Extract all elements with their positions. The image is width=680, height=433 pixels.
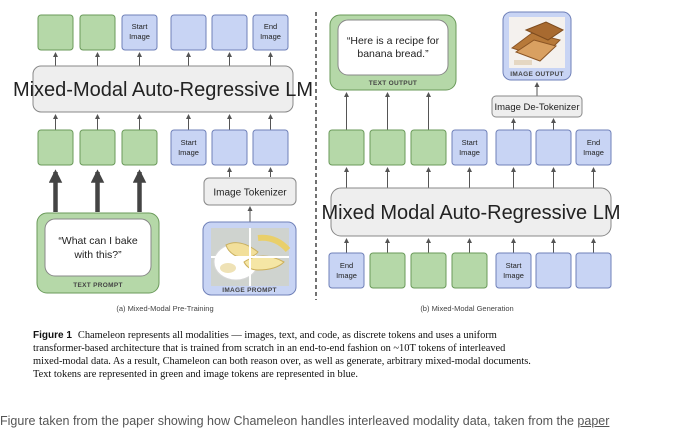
image-token [535, 129, 572, 166]
mixed-modal-lm-box [330, 187, 612, 237]
mixed-modal-lm-box [32, 65, 294, 113]
caption-line: Text tokens are represented in green and… [33, 369, 358, 380]
figure-footer-caption: Figure taken from the paper showing how … [0, 414, 680, 428]
text-token [37, 129, 74, 166]
text-token [369, 252, 406, 289]
text-prompt-caption: TEXT PROMPT [73, 282, 123, 289]
text-token [328, 129, 365, 166]
footer-text: Figure taken from the paper showing how … [0, 414, 578, 428]
image-token [211, 14, 248, 51]
image-token [495, 129, 532, 166]
text-token [121, 129, 158, 166]
caption-line: transformer-based architecture that is t… [33, 343, 506, 354]
caption-line: mixed-modal data. As a result, Chameleon… [33, 356, 531, 367]
left-subcaption: (a) Mixed-Modal Pre-Training [116, 304, 213, 313]
right-subcaption: (b) Mixed-Modal Generation [420, 304, 513, 313]
image-output-caption: IMAGE OUTPUT [510, 71, 563, 78]
image-detokenizer-label: Image De-Tokenizer [494, 102, 579, 113]
paper-link[interactable]: paper [577, 414, 610, 428]
text-token [410, 252, 447, 289]
text-token [410, 129, 447, 166]
caption-label: Figure 1 [33, 330, 72, 341]
image-token [252, 129, 289, 166]
image-detokenizer-box [491, 95, 583, 118]
text-token [79, 129, 116, 166]
text-token [37, 14, 74, 51]
text-token [369, 129, 406, 166]
image-token [575, 252, 612, 289]
lm-label: Mixed-Modal Auto-Regressive LM [13, 79, 313, 101]
image-tokenizer-box [203, 177, 297, 206]
image-tokenizer-label: Image Tokenizer [213, 188, 287, 199]
image-token [535, 252, 572, 289]
image-token [170, 14, 207, 51]
banana-bread-photo-icon [509, 17, 565, 68]
text-token [79, 14, 116, 51]
text-token [451, 252, 488, 289]
image-prompt-caption: IMAGE PROMPT [222, 287, 277, 294]
image-output-card: IMAGE OUTPUT [502, 11, 572, 81]
image-prompt-card: IMAGE PROMPT [202, 221, 297, 296]
image-token [211, 129, 248, 166]
lm-label: Mixed Modal Auto-Regressive LM [321, 202, 620, 224]
text-output-caption: TEXT OUTPUT [369, 80, 417, 87]
bananas-photo-icon [211, 228, 291, 286]
